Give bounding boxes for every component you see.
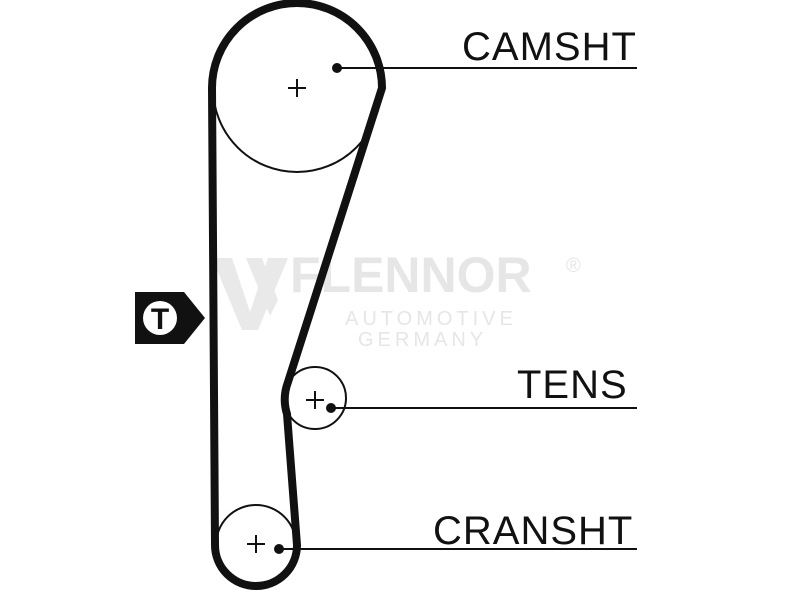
watermark-logo-mark <box>212 258 288 330</box>
watermark-registered: ® <box>566 255 581 277</box>
tension-marker: T <box>135 292 205 344</box>
camshaft-label: CAMSHT <box>462 25 637 69</box>
tension-marker-circle <box>143 301 177 335</box>
camshaft-center-cross <box>288 79 306 97</box>
timing-belt <box>208 0 386 590</box>
crankshaft-center-cross <box>247 535 265 553</box>
watermark: FLENNOR ® AUTOMOTIVE GERMANY <box>212 247 581 351</box>
tensioner-label: TENS <box>517 363 628 407</box>
watermark-logo-mark-2 <box>246 258 278 316</box>
crankshaft-label: CRANSHT <box>433 509 633 553</box>
tension-marker-symbol: T <box>151 303 169 336</box>
watermark-line1: AUTOMOTIVE <box>345 308 517 330</box>
tensioner-center-cross <box>306 391 324 409</box>
watermark-line2: GERMANY <box>358 329 487 351</box>
